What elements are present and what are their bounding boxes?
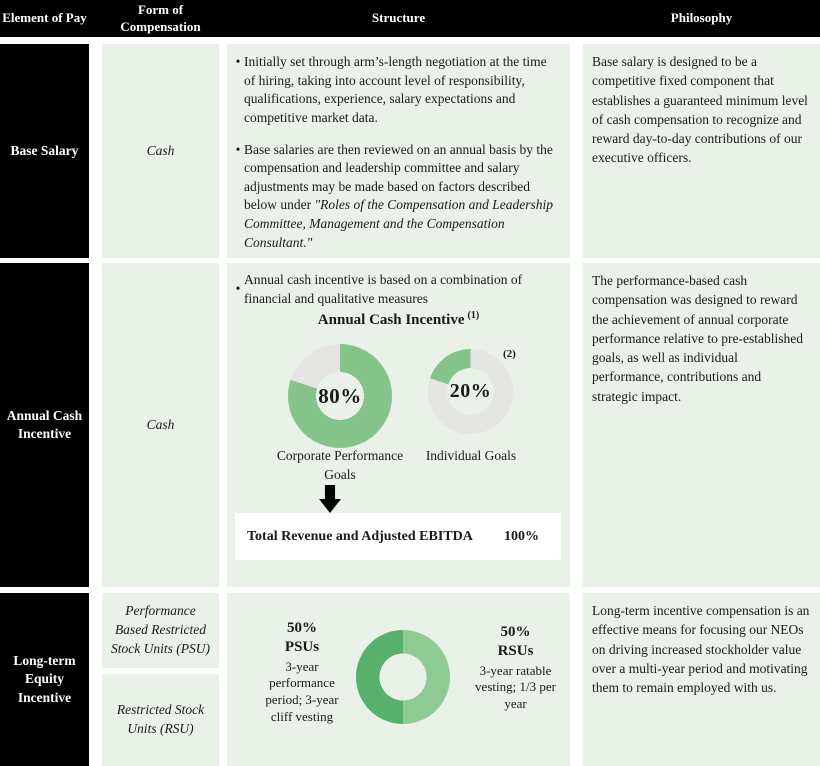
annual-cash-bullet: Annual cash incentive is based on a comb…: [244, 272, 523, 306]
base-salary-label: Base Salary: [10, 142, 79, 158]
psu-description: 3-year performance period; 3-year cliff …: [265, 658, 339, 725]
row-annual-cash-form: Cash: [102, 263, 219, 587]
psu-percent: 50%: [287, 620, 317, 636]
row-long-term-form-rsu: Restricted Stock Units (RSU): [102, 674, 219, 766]
rsu-name: RSUs: [497, 642, 534, 659]
base-salary-form-label: Cash: [146, 142, 175, 158]
annual-cash-bullet-list: • Annual cash incentive is based on a co…: [227, 263, 570, 308]
row-base-salary-structure: • Initially set through arm’s-length neg…: [227, 44, 570, 258]
base-salary-bullet-2-plain: Base salaries are then reviewed on an an…: [244, 141, 553, 213]
row-annual-cash-philosophy: The performance-based cash compensation …: [583, 263, 820, 587]
base-salary-philosophy-text: Base salary is designed to be a competit…: [592, 54, 808, 166]
header-structure: Structure: [371, 10, 426, 26]
header-philosophy: Philosophy: [670, 10, 733, 26]
long-term-label: Long-term Equity Incentive: [13, 653, 76, 705]
header-element-of-pay: Element of Pay: [2, 10, 87, 26]
row-base-salary-form: Cash: [102, 44, 219, 258]
individual-goals-caption: Individual Goals: [425, 448, 517, 463]
list-item: • Initially set through arm’s-length neg…: [232, 53, 558, 128]
bullet-icon: •: [235, 141, 241, 157]
row-annual-cash-structure: • Annual cash incentive is based on a co…: [227, 263, 570, 587]
rsu-percent: 50%: [500, 624, 531, 640]
total-revenue-label: Total Revenue and Adjusted EBITDA: [247, 528, 473, 544]
footnote-1-marker: (1): [467, 310, 480, 321]
individual-goals-percent: 20%: [449, 380, 492, 402]
down-arrow-icon: [319, 485, 341, 513]
annual-cash-form-label: Cash: [146, 416, 175, 432]
rsu-form-label: Restricted Stock Units (RSU): [116, 702, 205, 736]
psu-name: PSUs: [284, 638, 320, 655]
total-revenue-value: 100%: [504, 528, 539, 544]
row-base-salary-element: Base Salary: [0, 44, 89, 258]
corporate-goals-percent: 80%: [318, 383, 362, 408]
row-annual-cash-element: Annual Cash Incentive: [0, 263, 89, 587]
corporate-goals-caption: Corporate Performance Goals: [276, 448, 404, 482]
list-item: • Base salaries are then reviewed on an …: [232, 141, 558, 253]
total-revenue-callout: Total Revenue and Adjusted EBITDA 100%: [235, 513, 561, 560]
row-base-salary-philosophy: Base salary is designed to be a competit…: [583, 44, 820, 258]
list-item: • Annual cash incentive is based on a co…: [232, 271, 558, 308]
annual-cash-chart-title: Annual Cash Incentive (1): [227, 310, 570, 329]
base-salary-bullet-1: Initially set through arm’s-length negot…: [244, 54, 547, 125]
footnote-2-marker: (2): [503, 348, 516, 360]
annual-cash-label: Annual Cash Incentive: [6, 407, 83, 441]
base-salary-bullet-2-reference: "Roles of the Compensation and Leadershi…: [244, 197, 554, 250]
psu-text-block: 50% PSUs 3-year performance period; 3-ye…: [237, 619, 367, 726]
header-form-of-compensation: Form of Compensation: [120, 2, 201, 34]
corporate-goals-donut-chart: 80%: [288, 344, 392, 448]
individual-goals-donut-chart: 20%: [428, 349, 513, 434]
long-term-philosophy-text: Long-term incentive compensation is an e…: [592, 603, 810, 696]
bullet-icon: •: [235, 281, 241, 297]
row-long-term-element: Long-term Equity Incentive: [0, 593, 89, 766]
rsu-text-block: 50% RSUs 3-year ratable vesting; 1/3 per…: [453, 623, 578, 713]
rsu-description: 3-year ratable vesting; 1/3 per year: [475, 662, 556, 712]
chart-title-text: Annual Cash Incentive: [317, 312, 465, 328]
base-salary-bullet-list: • Initially set through arm’s-length neg…: [227, 44, 570, 252]
row-long-term-form-psu: Performance Based Restricted Stock Units…: [102, 593, 219, 668]
psu-rsu-donut-chart: [356, 630, 450, 724]
row-long-term-philosophy: Long-term incentive compensation is an e…: [583, 593, 820, 766]
base-salary-bullet-2: Base salaries are then reviewed on an an…: [244, 141, 558, 253]
row-long-term-structure: 50% PSUs 3-year performance period; 3-ye…: [227, 593, 570, 766]
bullet-icon: •: [235, 54, 241, 69]
annual-cash-philosophy-text: The performance-based cash compensation …: [592, 273, 804, 404]
table-header: Element of Pay Form of Compensation Stru…: [0, 0, 820, 37]
psu-form-label: Performance Based Restricted Stock Units…: [111, 603, 210, 656]
